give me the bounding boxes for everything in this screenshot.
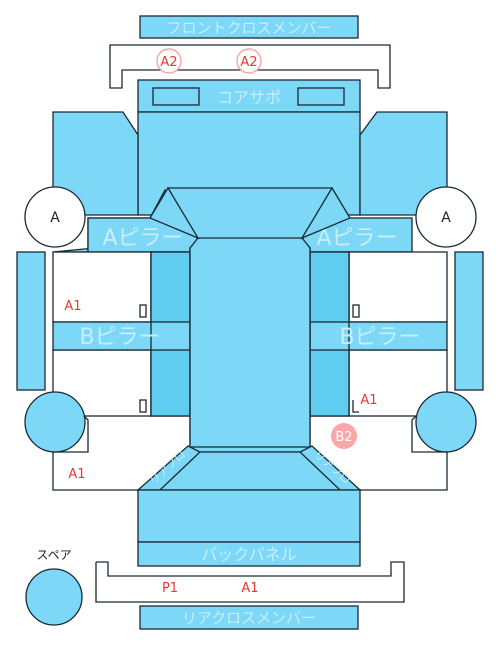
- right-a-pillar-label: Aピラー: [316, 226, 397, 251]
- front-a2-left-code: A2: [160, 55, 177, 70]
- right-rear-wheel[interactable]: [415, 391, 477, 453]
- left-small-notch-lower: [139, 399, 147, 413]
- rear-cross-member-label: リアクロスメンバー: [182, 609, 316, 627]
- core-support-left-slot: [152, 87, 200, 106]
- left-front-wheel-label: A: [50, 210, 60, 226]
- left-a1-lower-code: A1: [68, 467, 85, 482]
- front-cross-member-label: フロントクロスメンバー: [166, 19, 331, 37]
- left-small-notch-upper: [139, 304, 147, 318]
- right-small-notch-upper: [352, 304, 360, 318]
- rear-p1-code: P1: [162, 581, 178, 596]
- left-a-pillar-label: Aピラー: [102, 226, 183, 251]
- left-side-sill[interactable]: [16, 251, 46, 391]
- right-small-notch-lower: [352, 400, 359, 413]
- right-b2-code: B2: [335, 430, 352, 445]
- rear-bumper-outline: [95, 561, 405, 603]
- roof-panel-inner: [189, 237, 311, 448]
- trunk-floor[interactable]: [137, 489, 361, 543]
- front-cross-member[interactable]: [139, 15, 359, 39]
- right-b2-badge: [331, 423, 357, 449]
- right-rear-quarter-outline: [360, 415, 448, 491]
- front-bumper-outline: [109, 44, 391, 89]
- rear-cross-member[interactable]: [139, 605, 359, 630]
- spare-tire[interactable]: [25, 568, 83, 626]
- left-door-area: [52, 251, 152, 323]
- left-inner-strip[interactable]: [150, 251, 191, 323]
- back-panel[interactable]: [137, 541, 361, 567]
- front-a2-right-badge: [236, 48, 262, 74]
- core-support-label: コアサポ: [217, 88, 281, 107]
- left-front-wheel[interactable]: [24, 186, 86, 248]
- left-inner-strip-lower[interactable]: [150, 349, 191, 417]
- right-door-area: [348, 251, 448, 323]
- right-a1-code: A1: [360, 393, 377, 408]
- core-support-right-slot: [297, 87, 345, 106]
- right-inner-strip[interactable]: [309, 251, 350, 323]
- right-side-sill[interactable]: [454, 251, 484, 391]
- left-a-pillar-connector: [149, 186, 200, 240]
- right-a-pillar-connector: [300, 186, 351, 240]
- right-inner-strip-lower[interactable]: [309, 349, 350, 417]
- left-b-pillar-label: Bピラー: [79, 325, 160, 350]
- left-rear-quarter-outline: [52, 415, 138, 491]
- front-a2-left-badge: [156, 48, 182, 74]
- spare-label: スペア: [36, 548, 71, 562]
- left-a1-upper-code: A1: [64, 299, 81, 314]
- front-a2-right-code: A2: [240, 55, 257, 70]
- right-front-fender[interactable]: [359, 111, 448, 216]
- left-rear-wheel[interactable]: [24, 391, 86, 453]
- right-b-pillar-label: Bピラー: [339, 325, 420, 350]
- back-panel-label: バックパネル: [201, 545, 296, 564]
- right-front-wheel[interactable]: [415, 186, 477, 248]
- rear-a1-code: A1: [241, 581, 258, 596]
- right-front-wheel-label: A: [441, 210, 451, 226]
